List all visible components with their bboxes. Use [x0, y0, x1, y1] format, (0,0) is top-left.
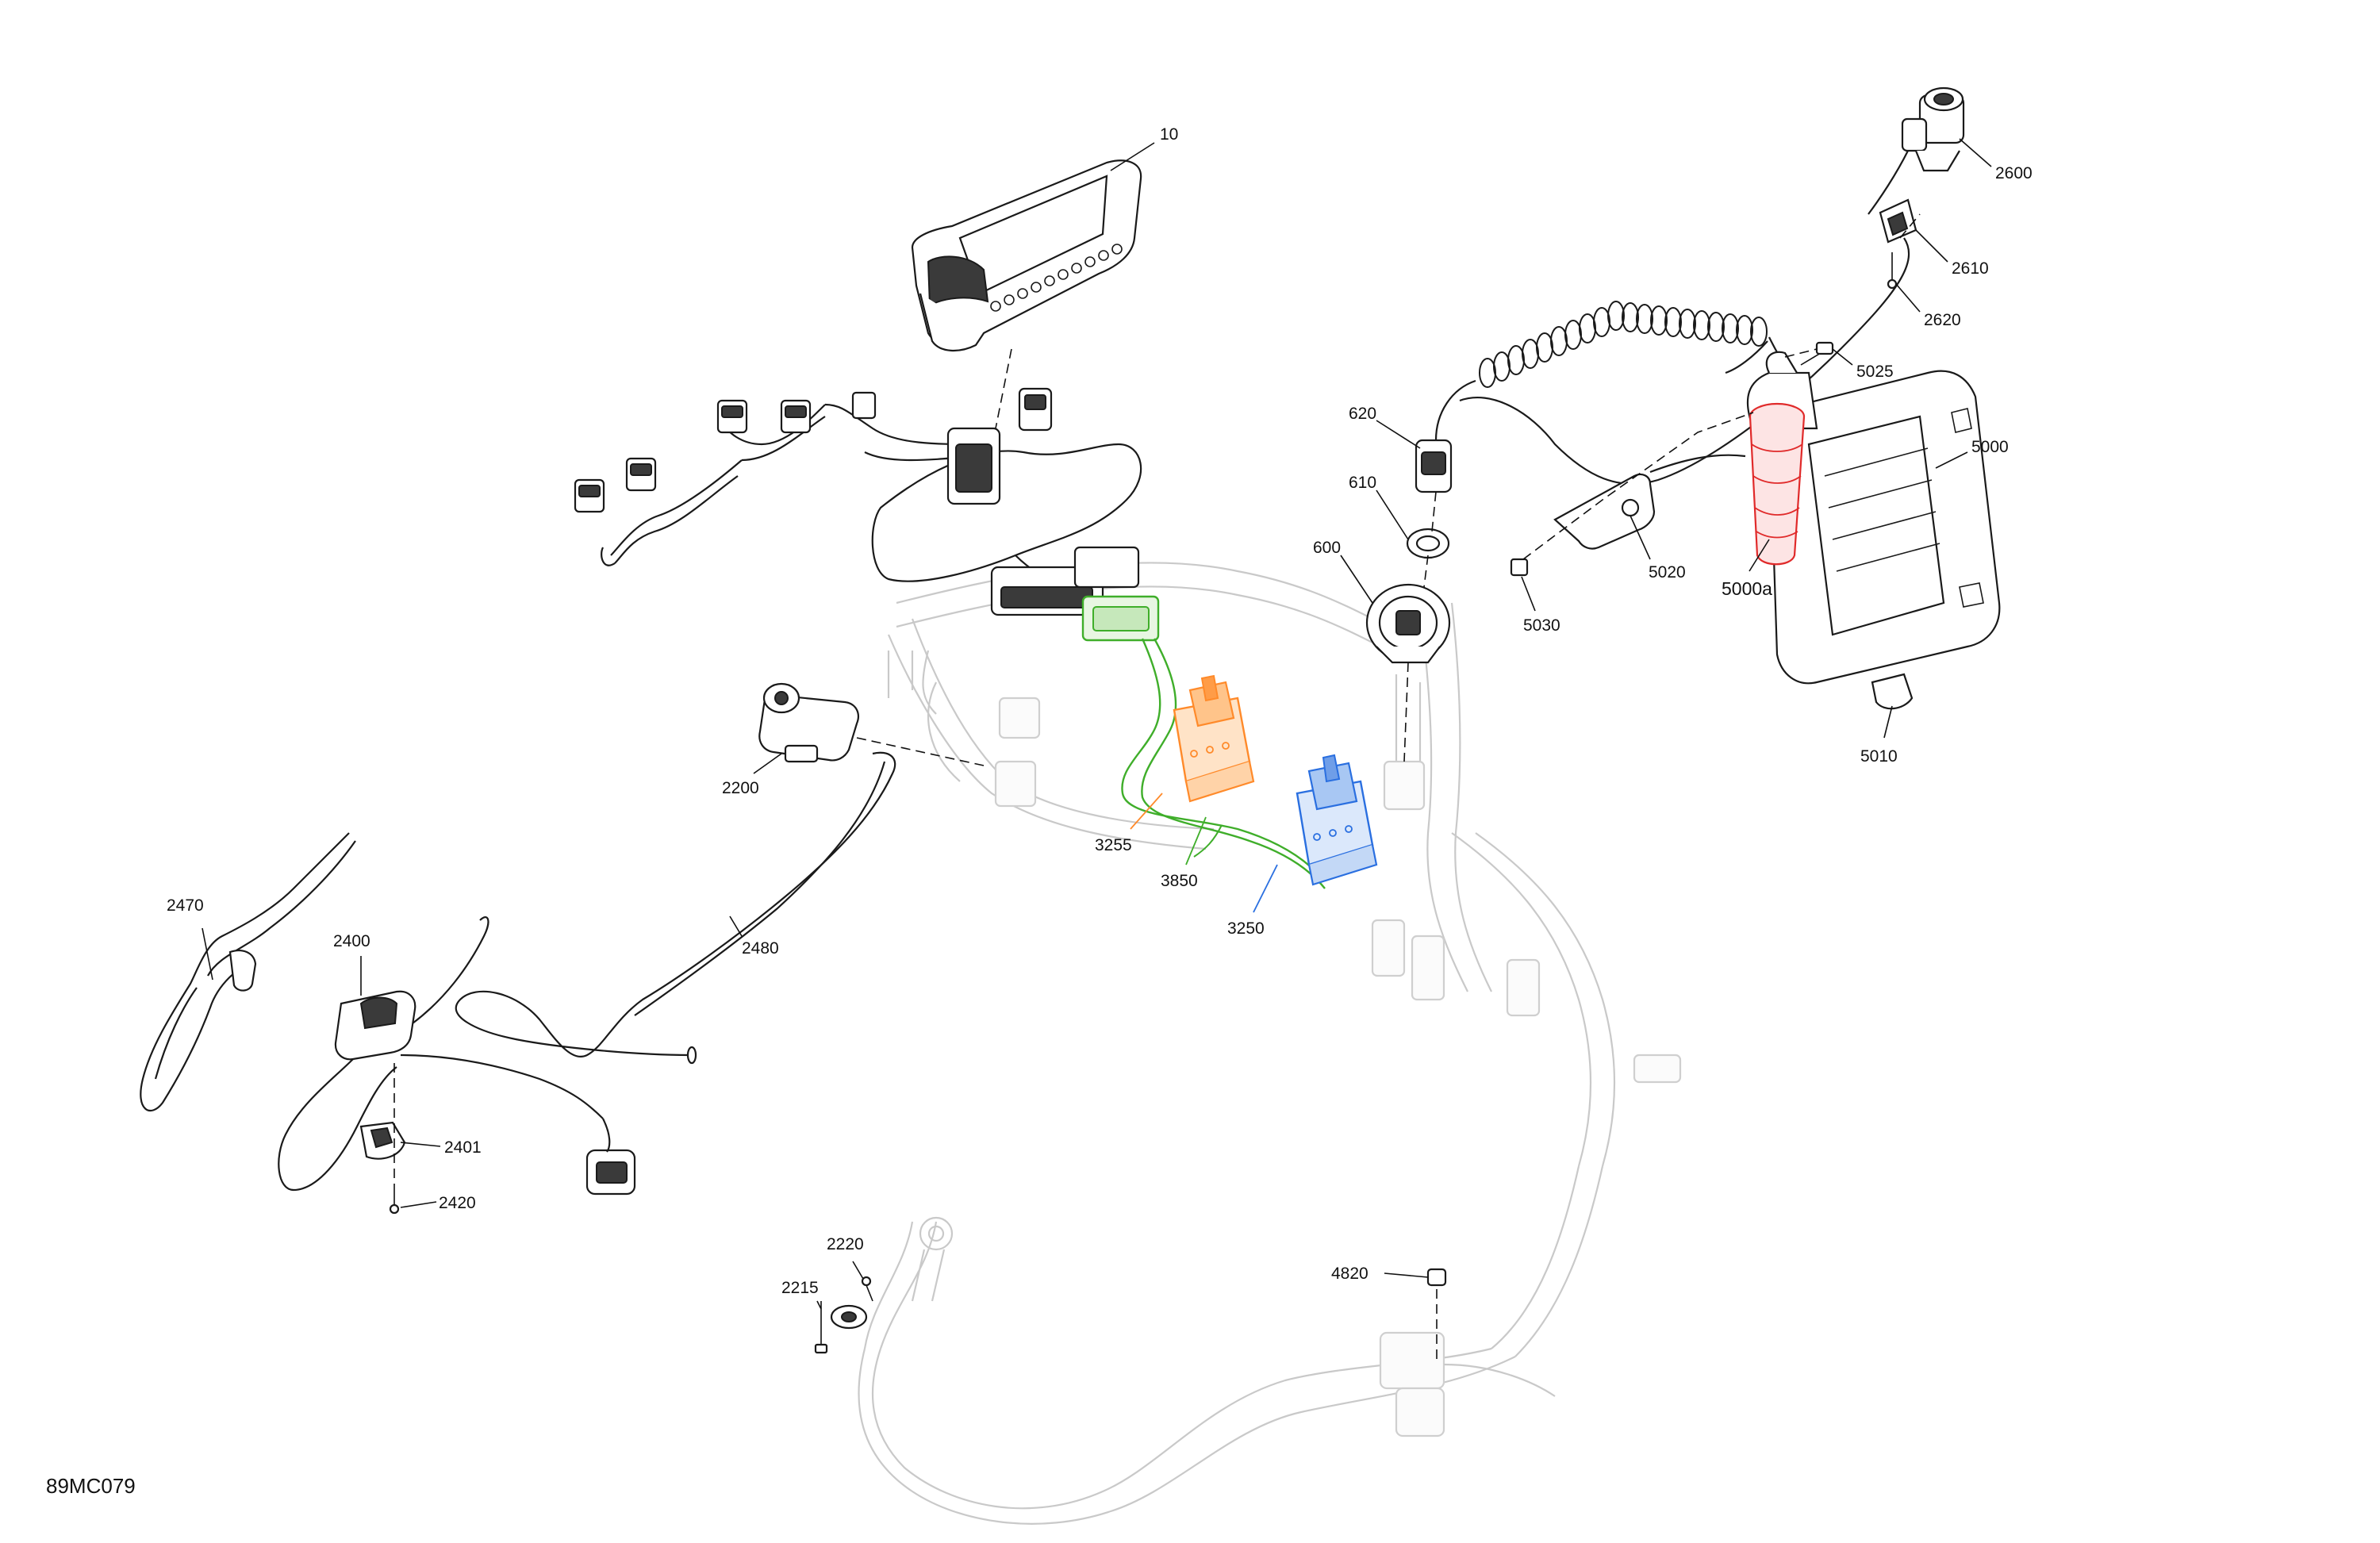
switch-2400-assembly [278, 916, 636, 1215]
callout-5030: 5030 [1523, 616, 1560, 635]
sensor-2200-and-tube-2480 [455, 682, 985, 1065]
callout-5020: 5020 [1649, 563, 1686, 582]
display-gauge-part [911, 159, 1142, 352]
callout-2400: 2400 [333, 932, 370, 950]
ecu-5000-assembly [1510, 341, 2001, 710]
callout-2215: 2215 [781, 1279, 819, 1297]
ghost-frame [858, 562, 1682, 1525]
upper-harness [574, 387, 1142, 616]
callout-620: 620 [1349, 405, 1376, 423]
strap-2470 [140, 832, 356, 1111]
callout-5025: 5025 [1856, 363, 1894, 381]
callout-labels: 10 2600 2610 2620 5025 5000 5000a 5010 5… [167, 125, 2033, 1297]
callout-10: 10 [1160, 125, 1178, 144]
switch-2600-assembly [1868, 86, 1965, 290]
callout-2610: 2610 [1952, 259, 1989, 278]
callout-4820: 4820 [1331, 1265, 1368, 1283]
callout-3255: 3255 [1095, 836, 1132, 854]
blue-switch-3250 [1296, 754, 1378, 886]
callout-5000a: 5000a [1722, 578, 1772, 599]
assembly-dashed-lines [995, 348, 1437, 762]
callout-3850: 3850 [1161, 872, 1198, 890]
key-switch-assembly [1365, 237, 1910, 664]
green-connector-3850 [1081, 595, 1326, 889]
callout-3250: 3250 [1227, 919, 1265, 938]
callout-2600: 2600 [1995, 164, 2033, 182]
leader-lines [202, 138, 1992, 1310]
callout-2200: 2200 [722, 779, 759, 797]
callout-610: 610 [1349, 474, 1376, 492]
diagram-reference-code: 89MC079 [46, 1474, 136, 1498]
callout-5010: 5010 [1860, 747, 1898, 766]
callout-2401: 2401 [444, 1138, 482, 1157]
callout-2420: 2420 [439, 1194, 476, 1212]
bolt-2215-2220 [814, 1276, 873, 1354]
callout-2480: 2480 [742, 939, 779, 958]
callout-2220: 2220 [827, 1235, 864, 1253]
callout-5000: 5000 [1971, 438, 2009, 456]
callout-600: 600 [1313, 539, 1341, 557]
callout-2470: 2470 [167, 896, 204, 915]
orange-switch-3255 [1173, 674, 1255, 803]
callout-2620: 2620 [1924, 311, 1961, 329]
